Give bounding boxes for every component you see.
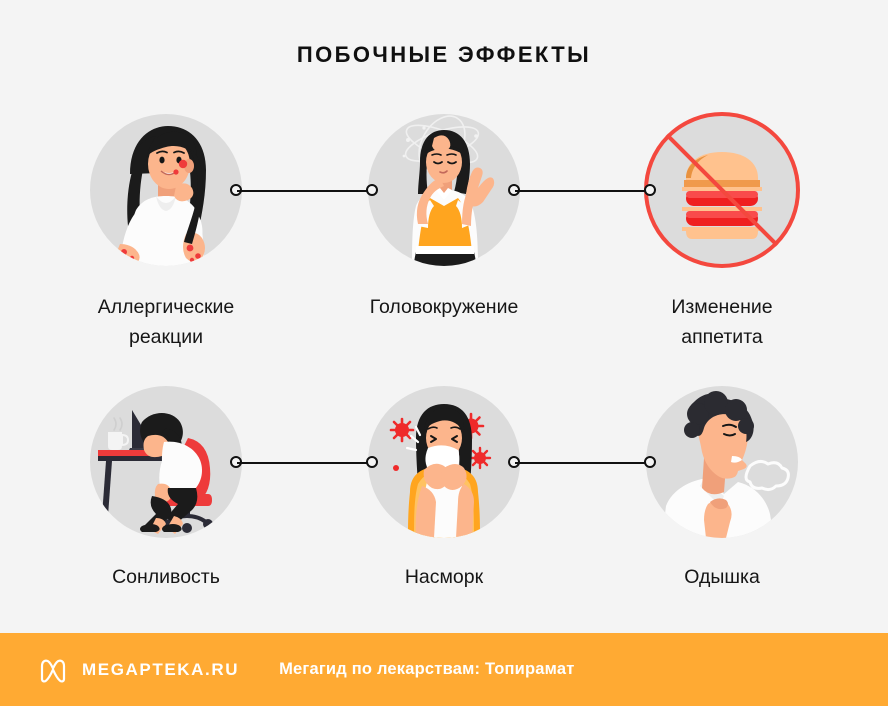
connector-drowsiness-to-runny-nose xyxy=(230,456,378,470)
effects-row-2: Сонливость xyxy=(0,372,888,632)
footer-brand-label: MEGAPTEKA.RU xyxy=(82,659,240,679)
connector-node-right xyxy=(644,456,656,468)
connector-node-right xyxy=(366,184,378,196)
connector-line xyxy=(515,462,649,464)
effect-label-line-1: Сонливость xyxy=(112,566,220,588)
effect-label-line-1: Головокружение xyxy=(369,296,519,318)
effect-label-line-1: Насморк xyxy=(404,566,484,588)
connector-line xyxy=(515,190,649,192)
illustration-circle-background xyxy=(646,114,798,266)
effect-label: Изменение аппетита xyxy=(602,292,842,352)
effect-item-allergic-reactions[interactable]: Аллергические реакции xyxy=(46,100,286,352)
connector-runny-nose-to-breath xyxy=(508,456,656,470)
effect-illustration-dizziness xyxy=(368,114,520,266)
person-asleep-at-desk-icon xyxy=(98,410,213,534)
footer-logo[interactable]: MEGAPTEKA.RU xyxy=(38,655,239,685)
effect-label: Головокружение xyxy=(324,292,564,322)
effect-label: Одышка xyxy=(602,562,842,592)
connector-node-right xyxy=(644,184,656,196)
woman-with-rash-icon xyxy=(116,126,206,266)
connector-node-right xyxy=(366,456,378,468)
woman-dizzy-icon xyxy=(402,115,495,266)
effect-label: Аллергические реакции xyxy=(46,292,286,352)
effect-illustration-appetite-change xyxy=(644,112,800,268)
man-breathing-icon xyxy=(662,391,790,538)
megapteka-m-logo-icon xyxy=(40,659,66,683)
illustration-circle-background xyxy=(90,114,242,266)
effect-illustration-runny-nose xyxy=(368,386,520,538)
effect-label: Насморк xyxy=(324,562,564,592)
illustration-circle-background xyxy=(368,114,520,266)
effect-item-shortness-of-breath[interactable]: Одышка xyxy=(602,372,842,592)
effect-label: Сонливость xyxy=(46,562,286,592)
effect-item-runny-nose[interactable]: Насморк xyxy=(324,372,564,592)
effect-label-line-1: Изменение xyxy=(671,296,773,318)
burger-icon xyxy=(682,152,762,239)
connector-allergic-to-dizziness xyxy=(230,184,378,198)
illustration-circle-background xyxy=(368,386,520,538)
effect-label-line-1: Аллергические xyxy=(97,296,235,318)
connector-dizziness-to-appetite xyxy=(508,184,656,198)
page-title: ПОБОЧНЫЕ ЭФФЕКТЫ xyxy=(296,42,592,67)
effect-label-line-1: Одышка xyxy=(684,566,760,588)
connector-line xyxy=(237,462,371,464)
effects-row-1: Аллергические реакции xyxy=(0,100,888,360)
effect-illustration-drowsiness xyxy=(90,386,242,538)
effect-label-line-2: реакции xyxy=(128,326,204,348)
effect-illustration-shortness-of-breath xyxy=(646,386,798,538)
footer-bar: MEGAPTEKA.RU Мегагид по лекарствам: Топи… xyxy=(0,633,888,706)
illustration-circle-background xyxy=(90,386,242,538)
footer-caption: Мегагид по лекарствам: Топирамат xyxy=(279,660,575,678)
illustration-circle-background xyxy=(646,386,798,538)
effect-item-appetite-change[interactable]: Изменение аппетита xyxy=(602,100,842,352)
connector-line xyxy=(237,190,371,192)
effect-item-drowsiness[interactable]: Сонливость xyxy=(46,372,286,592)
effect-label-line-2: аппетита xyxy=(681,326,763,348)
effect-illustration-allergic-reactions xyxy=(90,114,242,266)
effect-item-dizziness[interactable]: Головокружение xyxy=(324,100,564,322)
woman-sneezing-icon xyxy=(389,404,492,538)
